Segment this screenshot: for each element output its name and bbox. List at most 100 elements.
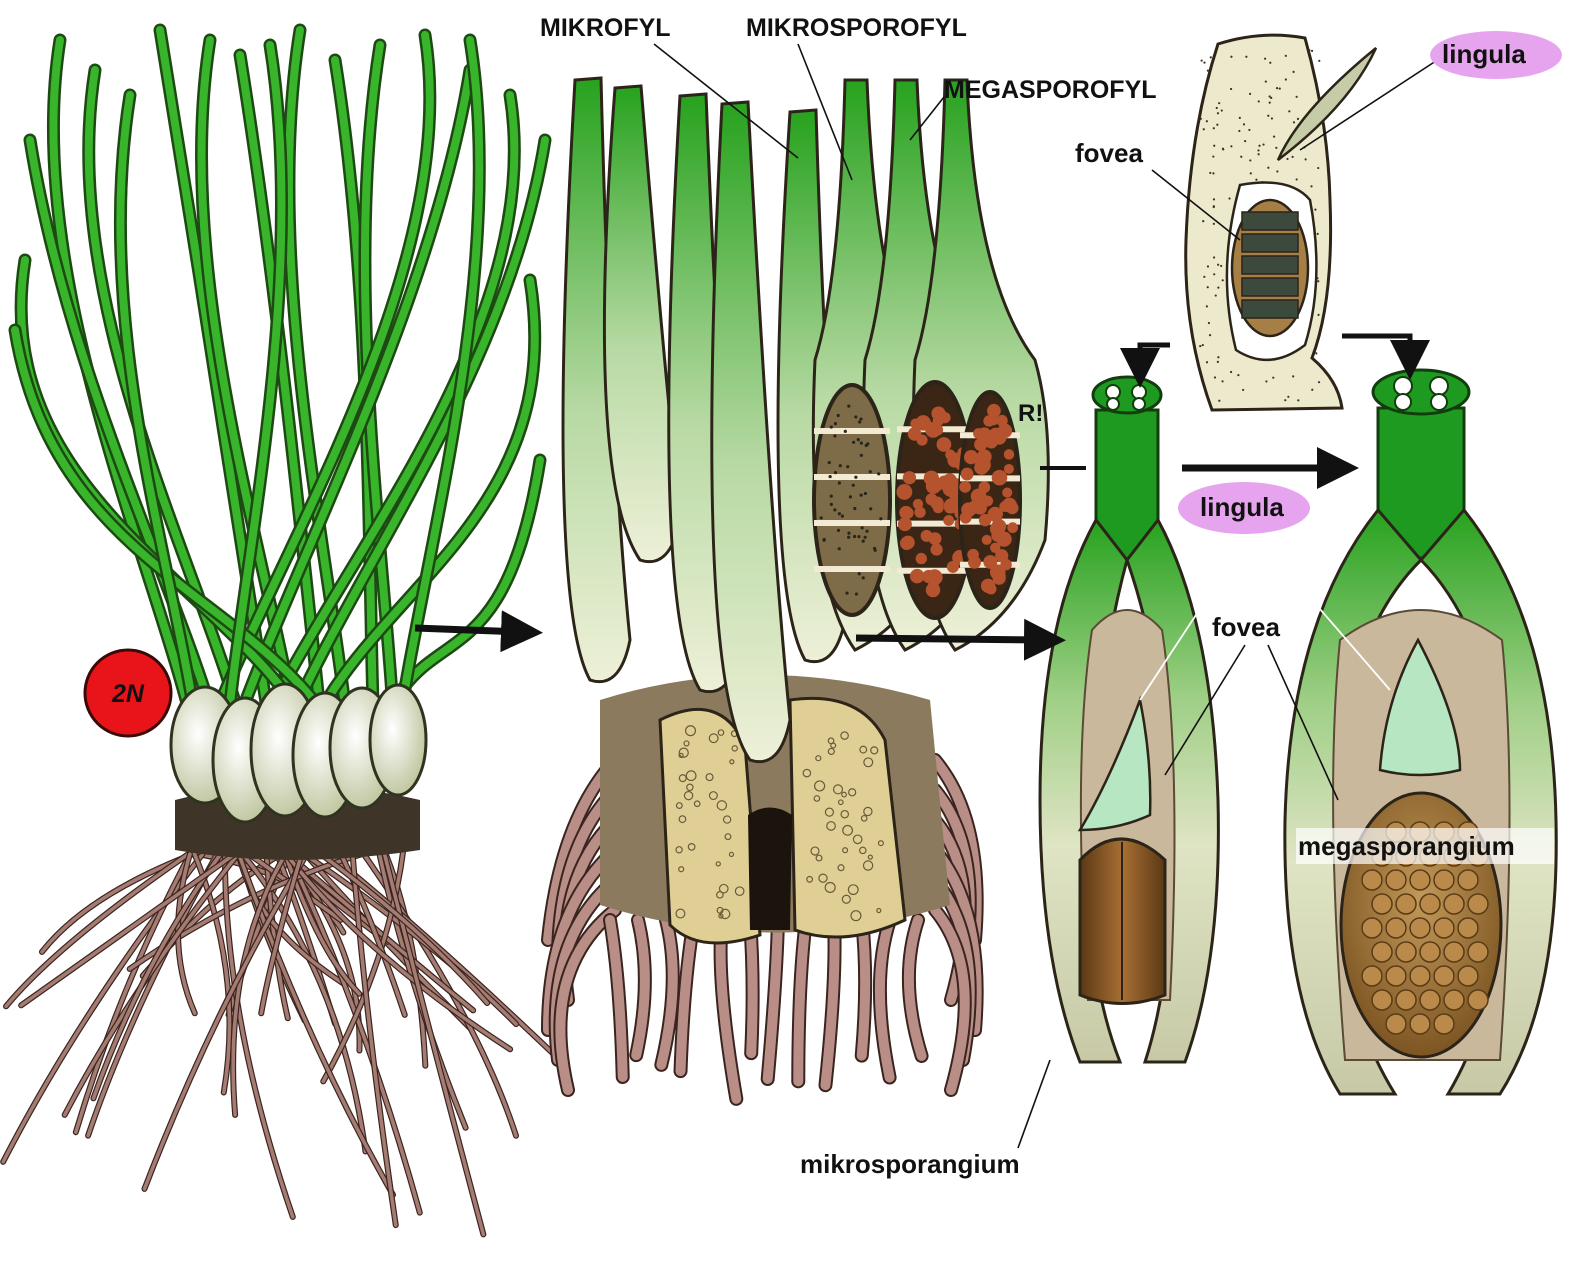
detail-dot xyxy=(1218,102,1220,104)
plant-leaf-highlight xyxy=(300,280,535,760)
megaspore xyxy=(1444,894,1464,914)
megaspore xyxy=(1468,990,1488,1010)
detail-sporangium-cells xyxy=(1242,212,1298,318)
detail-dot xyxy=(1296,96,1298,98)
mikrosporangium-section-spore xyxy=(860,454,863,457)
mikrosporangium-section-spore xyxy=(879,517,882,520)
detail-dot xyxy=(1213,127,1215,129)
detail-dot xyxy=(1297,399,1299,401)
detail-dot xyxy=(1258,145,1260,147)
detail-dot xyxy=(1213,205,1215,207)
megaspore xyxy=(1410,918,1430,938)
detail-dot xyxy=(1214,376,1216,378)
detail-dot xyxy=(1213,256,1215,258)
label-megasporangium: megasporangium xyxy=(1298,831,1515,861)
detail-dot xyxy=(1213,145,1215,147)
megasporophyll-illustration xyxy=(1285,370,1556,1094)
detail-dot xyxy=(1305,158,1307,160)
megaspore xyxy=(1434,870,1454,890)
detail-dot xyxy=(1248,129,1250,131)
megaspore xyxy=(1362,966,1382,986)
detail-dot xyxy=(1216,107,1218,109)
mikrosporangium-section-spore xyxy=(852,441,855,444)
mikrosporangium-section-spore xyxy=(854,415,857,418)
megasporangium-section-back-spore xyxy=(1006,502,1018,514)
detail-cell xyxy=(1242,212,1298,230)
detail-dot xyxy=(1215,294,1217,296)
megasporangium-section-back-spore xyxy=(992,508,1003,519)
megasporangium-section-back-spore xyxy=(1004,464,1014,474)
mikrosporangium-section-spore xyxy=(833,508,836,511)
mikrosporangium-section-spore xyxy=(830,425,833,428)
detail-dot xyxy=(1216,124,1218,126)
detail-dot xyxy=(1217,112,1219,114)
mikrosporangium-section-spore xyxy=(860,442,863,445)
detail-cell xyxy=(1242,256,1298,274)
detail-dot xyxy=(1213,223,1215,225)
megasporangium-section-spore xyxy=(900,537,913,550)
mikrosporangium-section-spore xyxy=(839,464,842,467)
megaspore xyxy=(1458,870,1478,890)
label-mikrosporangium: mikrosporangium xyxy=(800,1149,1020,1179)
mikrosporangium-section-spore xyxy=(829,475,832,478)
plant-roots xyxy=(3,836,567,1235)
label-megasporofyl: MEGASPOROFYL xyxy=(944,76,1157,104)
mikrosporangium-section-spore xyxy=(833,434,836,437)
mikrosporangium-section-spore xyxy=(877,472,880,475)
megasporangium-section-back-spore xyxy=(988,428,1003,443)
megasporangium-section-back-spore xyxy=(1002,488,1012,498)
mikrosporangium-section-spore xyxy=(830,503,833,506)
mikrosporangium-section-spore xyxy=(849,495,852,498)
mikrosporangium-section-spore xyxy=(854,476,857,479)
mikrosporangium-section-spore xyxy=(834,422,837,425)
megaspore xyxy=(1410,966,1430,986)
mikrosporophyll-illustration xyxy=(1040,377,1218,1062)
mikrosporangium-section-spore xyxy=(837,414,840,417)
mikrosporangium-section-spore xyxy=(846,465,849,468)
section-root-highlight xyxy=(750,920,753,1053)
detail-dot xyxy=(1207,265,1209,267)
megaspore xyxy=(1458,918,1478,938)
megasporangium-section-spore xyxy=(898,489,908,499)
mikrosporangium-section-spore xyxy=(858,572,861,575)
megasporangium-section-spore xyxy=(914,507,925,518)
megaspore xyxy=(1396,942,1416,962)
detail-dot xyxy=(1212,155,1214,157)
detail-dot xyxy=(1318,60,1320,62)
detail-dot xyxy=(1276,87,1278,89)
detail-dot xyxy=(1221,380,1223,382)
megasporangium-section-spore xyxy=(898,517,912,531)
detail-dot xyxy=(1311,389,1313,391)
megasporangium-section-back-spore xyxy=(987,404,1001,418)
megaspore xyxy=(1434,918,1454,938)
section-corm-cleft xyxy=(748,808,792,931)
detail-dot xyxy=(1271,117,1273,119)
mikrosporangium-section-spore xyxy=(847,532,850,535)
detail-dot xyxy=(1207,286,1209,288)
detail-dot xyxy=(1285,78,1287,80)
megasporangium-section-spore xyxy=(933,502,944,513)
megaspore xyxy=(1386,918,1406,938)
megaspore xyxy=(1434,966,1454,986)
detail-dot xyxy=(1212,172,1214,174)
megaspore xyxy=(1386,1014,1406,1034)
detail-dot xyxy=(1286,158,1288,160)
mikrosporangium-section-spore xyxy=(862,539,865,542)
mikrosporangium-section-spore xyxy=(865,530,868,533)
detail-dot xyxy=(1269,95,1271,97)
detail-dot xyxy=(1228,197,1230,199)
detail-dot xyxy=(1210,56,1212,58)
mikrosporangium-section-spore xyxy=(864,492,867,495)
megasporangium-section-back-spore xyxy=(975,497,988,510)
label-r-mark: R! xyxy=(1018,400,1043,427)
mikrosporangium-section-spore xyxy=(847,405,850,408)
detail-dot xyxy=(1206,120,1208,122)
detail-dot xyxy=(1200,118,1202,120)
mikrosporangium-section-spore xyxy=(822,539,825,542)
megaspore xyxy=(1434,1014,1454,1034)
detail-dot xyxy=(1317,233,1319,235)
mikrosporangium-section-spore xyxy=(860,494,863,497)
detail-dot xyxy=(1292,375,1294,377)
megasporangium-section-spore xyxy=(933,481,943,491)
mikrosporangium-section-spore xyxy=(830,495,833,498)
